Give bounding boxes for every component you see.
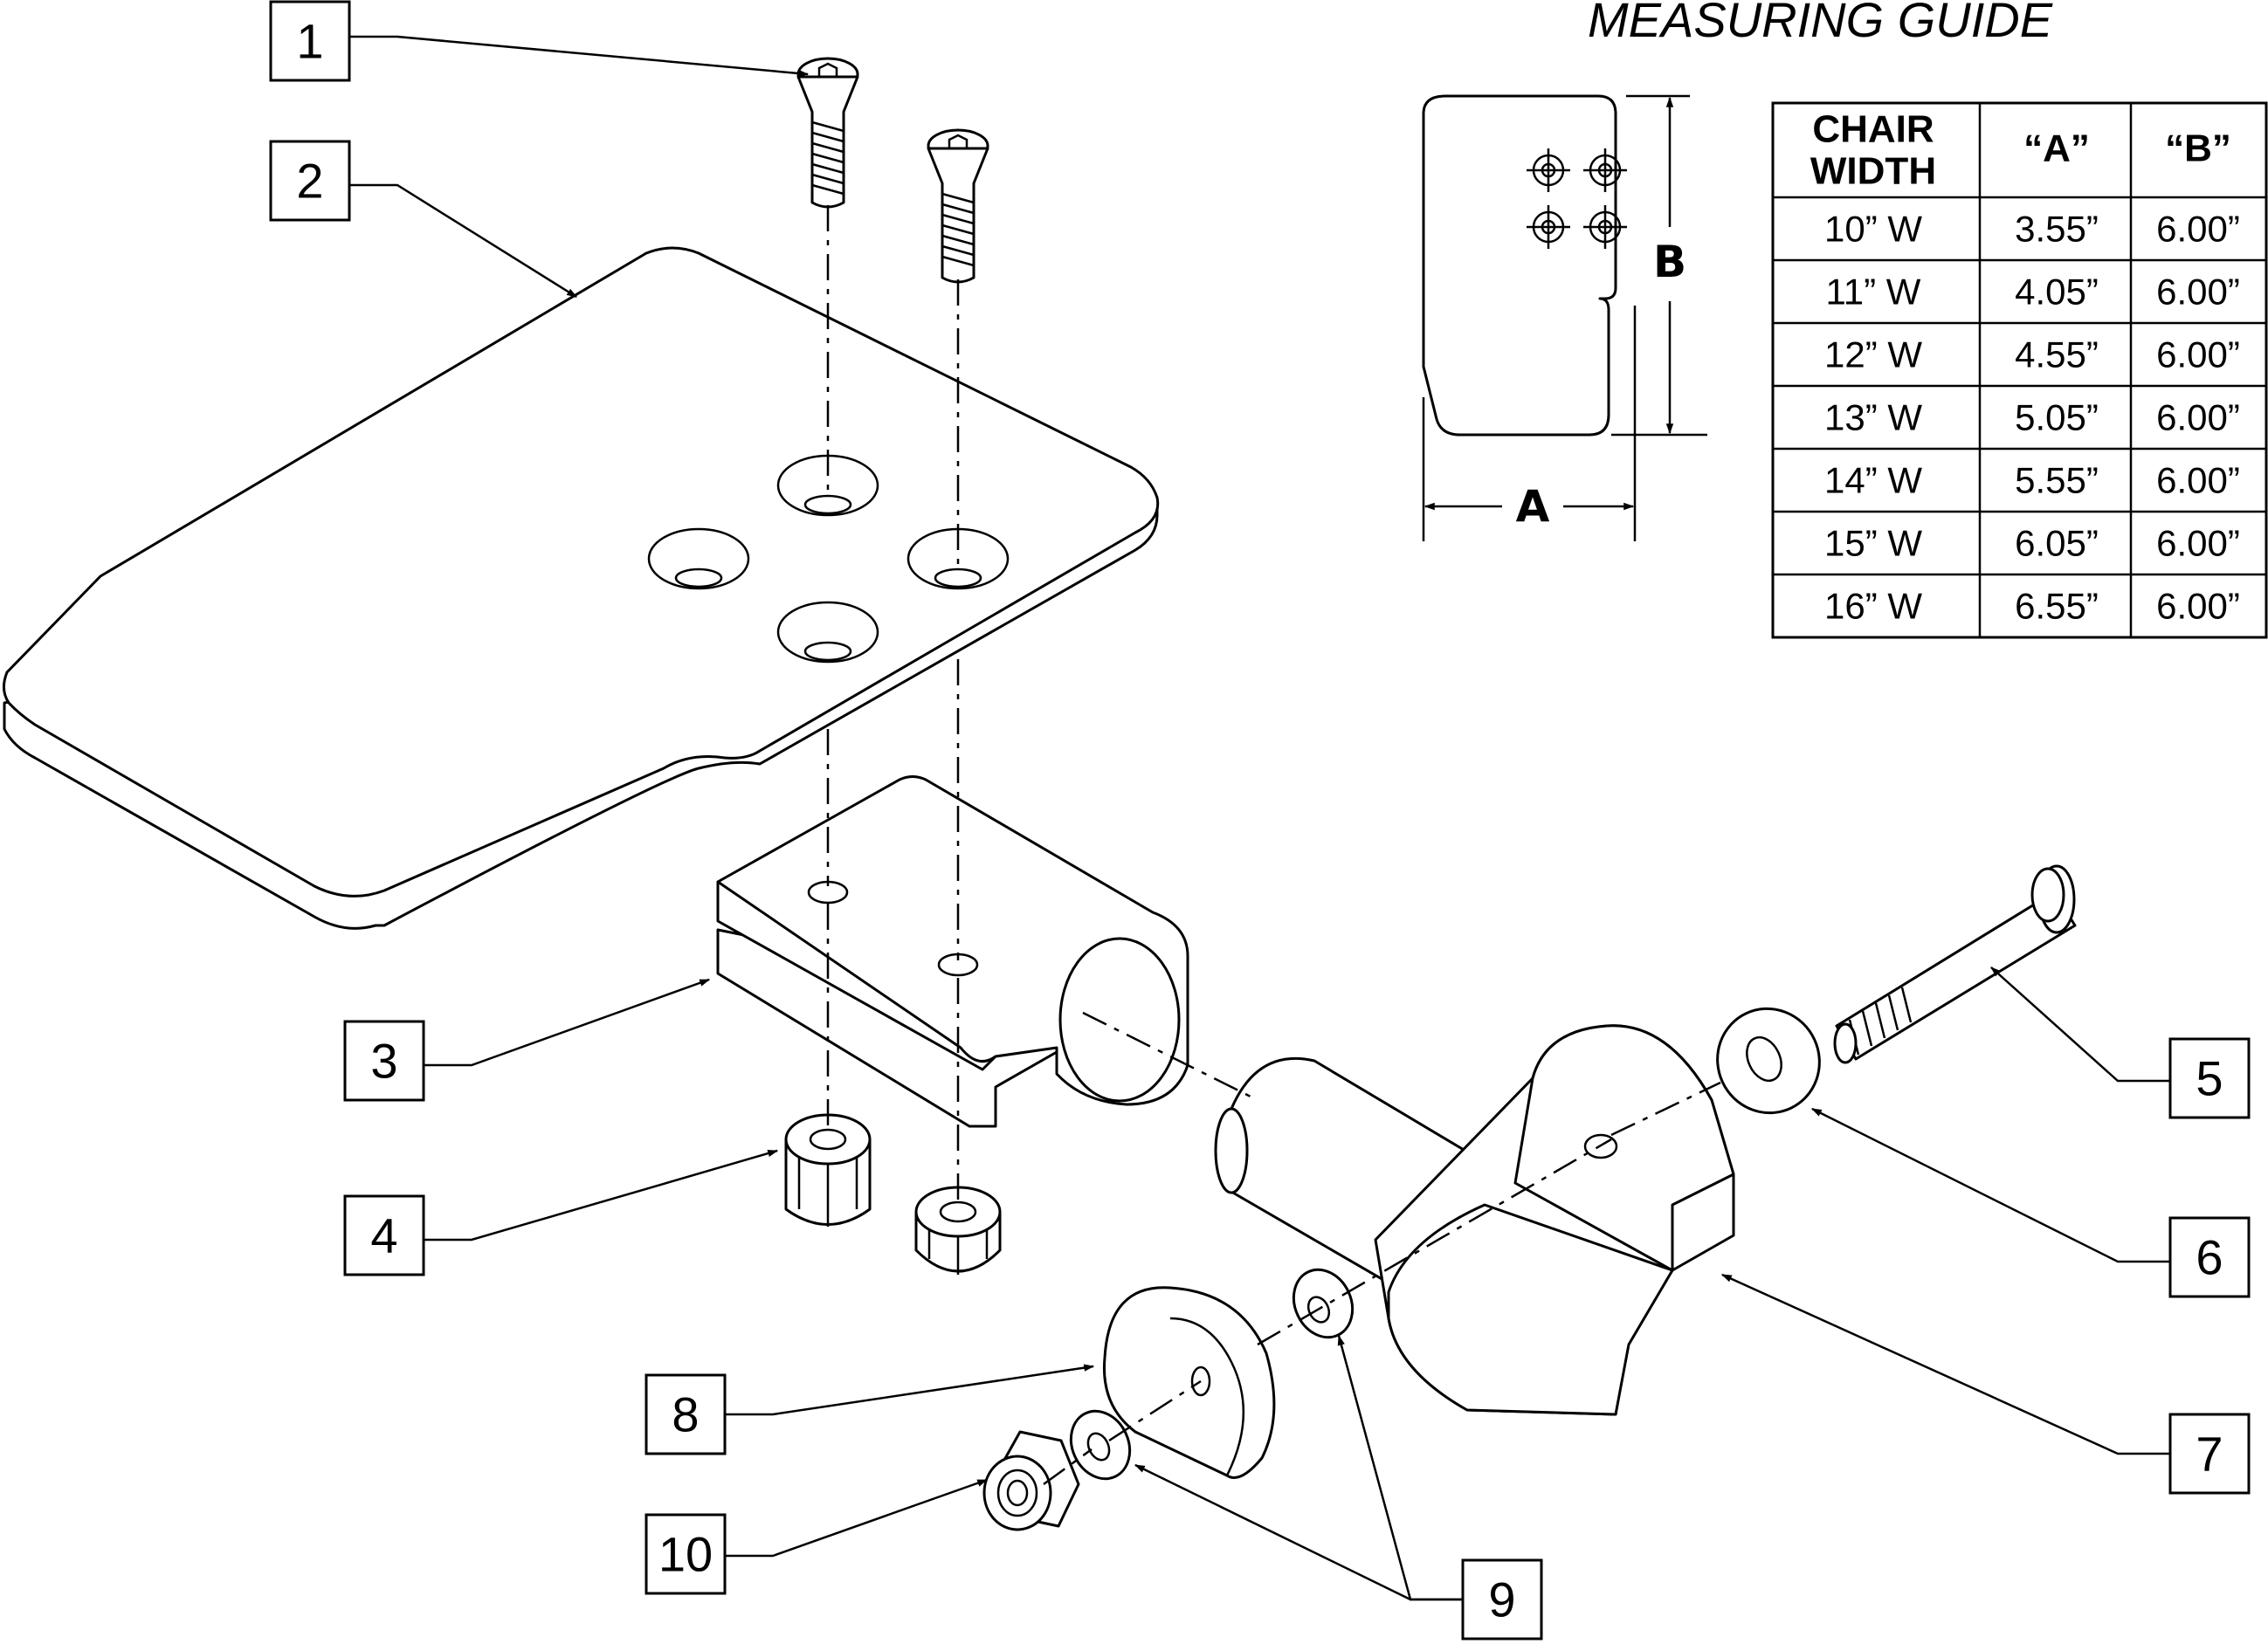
table-cell: 10” W xyxy=(1824,209,1922,250)
table-cell: 6.00” xyxy=(2156,209,2240,250)
table-cell: 6.00” xyxy=(2156,586,2240,627)
table-cell: 5.05” xyxy=(2015,397,2099,438)
callout-leaders xyxy=(349,35,2170,1601)
pivot-bolt xyxy=(1833,864,2077,1064)
guide-mounting-holes xyxy=(1527,148,1627,249)
table-cell: 5.55” xyxy=(2015,460,2099,501)
table-cell: 11” W xyxy=(1826,272,1921,313)
table-cell: 14” W xyxy=(1824,460,1922,501)
pivot-housing xyxy=(1374,1024,1735,1416)
callout-8: 8 xyxy=(645,1373,727,1455)
callout-7: 7 xyxy=(2168,1413,2251,1495)
callout-5: 5 xyxy=(2168,1037,2251,1119)
table-cell: 3.55” xyxy=(2015,209,2099,250)
svg-text:2: 2 xyxy=(296,154,323,209)
callout-3: 3 xyxy=(343,1020,425,1102)
table-cell: 6.05” xyxy=(2015,523,2099,564)
clamp-block xyxy=(716,775,1189,1128)
footplate-hole-bottom xyxy=(776,601,879,664)
callout-6: 6 xyxy=(2168,1216,2251,1298)
callout-9: 9 xyxy=(1461,1558,1543,1641)
svg-text:10: 10 xyxy=(658,1527,713,1582)
svg-text:1: 1 xyxy=(296,14,323,69)
table-cell: 12” W xyxy=(1824,334,1922,375)
measuring-guide: MEASURING GUIDE B A xyxy=(1422,0,2053,541)
svg-text:3: 3 xyxy=(370,1034,397,1089)
callout-10: 10 xyxy=(645,1513,727,1595)
washer-large xyxy=(1716,1007,1821,1115)
svg-text:5: 5 xyxy=(2196,1051,2223,1106)
svg-text:4: 4 xyxy=(370,1208,397,1263)
svg-text:7: 7 xyxy=(2196,1427,2223,1482)
table-rows: 10” W 3.55” 6.00” 11” W 4.05” 6.00” 12” W 4.55”… xyxy=(1824,209,2240,627)
guide-footplate-outline xyxy=(1422,94,1617,437)
pivot-cap xyxy=(1102,1286,1276,1479)
flat-head-screw-right xyxy=(927,128,989,284)
callout-4: 4 xyxy=(343,1194,425,1276)
table-cell: 15” W xyxy=(1824,523,1922,564)
lock-nut-left xyxy=(784,1113,872,1227)
table-header-width: WIDTH xyxy=(1810,150,1936,193)
assembly-centerlines xyxy=(826,205,1721,1486)
table-cell: 6.00” xyxy=(2156,272,2240,313)
footplate-hole-left xyxy=(647,527,750,590)
lock-nut-pivot xyxy=(982,1430,1080,1531)
table-header-chair: CHAIR xyxy=(1812,108,1934,151)
table-cell: 6.00” xyxy=(2156,334,2240,375)
table-header-b: “B” xyxy=(2165,127,2231,170)
table-cell: 6.55” xyxy=(2015,586,2099,627)
dimension-a-label: A xyxy=(1516,481,1550,532)
table-cell: 6.00” xyxy=(2156,397,2240,438)
table-cell: 6.00” xyxy=(2156,460,2240,501)
size-table: CHAIR WIDTH “A” “B” 10” W 3.55” 6.00” 11” W… xyxy=(1771,101,2268,639)
table-cell: 4.55” xyxy=(2015,334,2099,375)
table-cell: 6.00” xyxy=(2156,523,2240,564)
footplate xyxy=(3,246,1160,930)
callout-2: 2 xyxy=(269,140,351,222)
svg-text:8: 8 xyxy=(672,1387,699,1442)
svg-text:9: 9 xyxy=(1488,1572,1515,1627)
lock-nut-right xyxy=(914,1186,1002,1275)
table-header-a: “A” xyxy=(2023,127,2090,170)
dimension-b-label: B xyxy=(1653,237,1686,287)
washer-small-upper xyxy=(1292,1268,1355,1339)
table-cell: 4.05” xyxy=(2015,272,2099,313)
table-cell: 13” W xyxy=(1824,397,1922,438)
flat-head-screw-left xyxy=(796,57,859,209)
guide-title: MEASURING GUIDE xyxy=(1588,0,2053,47)
svg-text:6: 6 xyxy=(2196,1230,2223,1285)
table-cell: 16” W xyxy=(1824,586,1922,627)
callout-1: 1 xyxy=(269,0,351,82)
